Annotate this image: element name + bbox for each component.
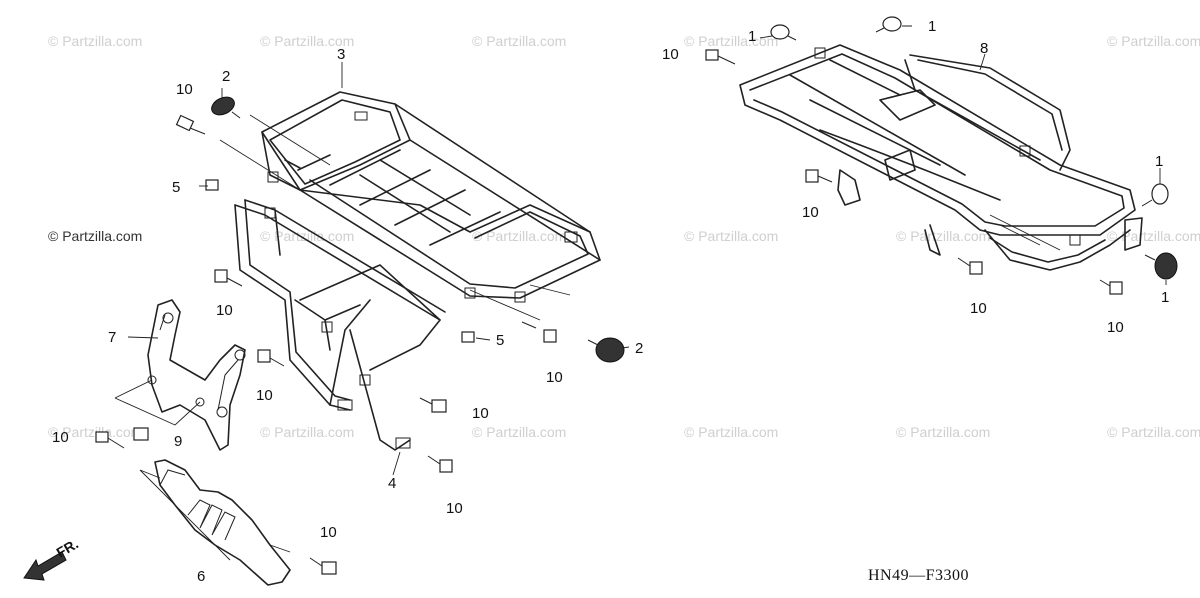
front-bumper-frame (234, 199, 446, 451)
callout-1: 1 (748, 28, 756, 45)
reflector-rear-1 (770, 24, 797, 41)
callout-5: 5 (496, 332, 504, 349)
reflector-rear-3 (1141, 183, 1169, 207)
watermark: © Partzilla.com (472, 424, 567, 440)
watermark: © Partzilla.com (1107, 228, 1200, 244)
watermark: © Partzilla.com (1107, 424, 1200, 440)
watermark: © Partzilla.com (48, 228, 143, 244)
skid-plate (139, 459, 291, 586)
callout-5: 5 (172, 179, 180, 196)
callout-4: 4 (388, 475, 396, 492)
callout-1: 1 (1161, 289, 1169, 306)
front-carrier-rack (261, 91, 601, 303)
callout-labels: 1 1 1 1 2 2 3 4 5 5 6 7 8 9 10 10 10 10 … (52, 18, 1169, 585)
callout-10: 10 (662, 46, 679, 63)
watermark: © Partzilla.com (896, 424, 991, 440)
watermark: © Partzilla.com (896, 228, 991, 244)
diagram-code: HN49—F3300 (868, 567, 970, 584)
watermark: © Partzilla.com (684, 424, 779, 440)
callout-10: 10 (970, 300, 987, 317)
callout-10: 10 (802, 204, 819, 221)
callout-10: 10 (446, 500, 463, 517)
watermark: © Partzilla.com (472, 33, 567, 49)
callout-9: 9 (174, 433, 182, 450)
watermark: © Partzilla.com (472, 228, 567, 244)
reflector-front-top (211, 96, 241, 119)
watermark: © Partzilla.com (684, 228, 779, 244)
callout-10: 10 (320, 524, 337, 541)
callout-1: 1 (1155, 153, 1163, 170)
callout-2: 2 (635, 340, 643, 357)
callout-10: 10 (546, 369, 563, 386)
callout-1: 1 (928, 18, 936, 35)
reflector-rear-2 (875, 16, 902, 33)
callout-10: 10 (256, 387, 273, 404)
watermark: © Partzilla.com (48, 33, 143, 49)
reflector-front-right (587, 337, 625, 363)
watermark: © Partzilla.com (48, 424, 143, 440)
rear-carrier-rack (739, 44, 1143, 271)
callout-10: 10 (1107, 319, 1124, 336)
front-direction-arrow: FR. (23, 535, 81, 581)
callout-3: 3 (337, 46, 345, 63)
leader-lines (127, 25, 1167, 476)
watermark: © Partzilla.com (260, 424, 355, 440)
callout-8: 8 (980, 40, 988, 57)
watermark: © Partzilla.com (684, 33, 779, 49)
callout-6: 6 (197, 568, 205, 585)
callout-10: 10 (52, 429, 69, 446)
bracket-guard (114, 299, 246, 451)
bolt-group (95, 49, 1123, 575)
callout-2: 2 (222, 68, 230, 85)
callout-10: 10 (176, 81, 193, 98)
watermark: © Partzilla.com (1107, 33, 1200, 49)
reflector-rear-4 (1144, 252, 1178, 280)
callout-10: 10 (472, 405, 489, 422)
watermark: © Partzilla.com (260, 33, 355, 49)
callout-10: 10 (216, 302, 233, 319)
watermark: © Partzilla.com (260, 228, 355, 244)
callout-7: 7 (108, 329, 116, 346)
